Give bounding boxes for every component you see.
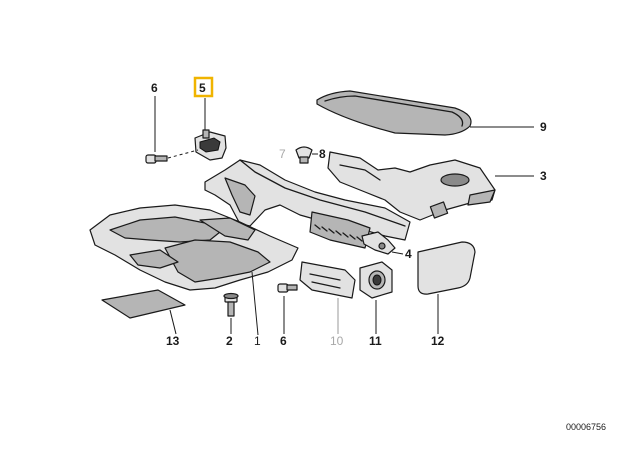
part-4-bracket[interactable] <box>361 231 396 255</box>
part-10-plate[interactable] <box>299 261 356 299</box>
part-13-mat[interactable] <box>101 289 186 319</box>
callout-5[interactable]: 5 <box>199 81 206 95</box>
callout-7[interactable]: 7 <box>279 147 286 161</box>
callout-3[interactable]: 3 <box>540 169 547 183</box>
part-6-screw-top[interactable] <box>145 154 168 164</box>
callout-10[interactable]: 10 <box>330 334 344 348</box>
leader-6-top-dashed <box>167 149 199 159</box>
callout-2[interactable]: 2 <box>226 334 233 348</box>
callout-6-bottom[interactable]: 6 <box>280 334 287 348</box>
part-7-cross-member[interactable] <box>204 159 411 241</box>
callout-1[interactable]: 1 <box>254 334 261 348</box>
callout-6-top[interactable]: 6 <box>151 81 158 95</box>
part-1-underbody-shield[interactable] <box>89 204 299 291</box>
part-insulation-strip[interactable] <box>309 211 371 249</box>
callout-9[interactable]: 9 <box>540 120 547 134</box>
callout-4[interactable]: 4 <box>405 247 412 261</box>
part-6-screw-bottom[interactable] <box>277 283 298 293</box>
leader-13 <box>169 309 177 335</box>
part-2-bolt[interactable] <box>223 292 239 317</box>
part-8-clip[interactable] <box>295 146 313 164</box>
part-9-cover-panel[interactable] <box>316 90 472 136</box>
part-11-holder[interactable] <box>359 261 393 299</box>
part-12-cover[interactable] <box>417 241 476 295</box>
diagram-id: 00006756 <box>566 422 606 432</box>
part-5-mount-bracket[interactable] <box>194 129 227 161</box>
callout-13[interactable]: 13 <box>166 334 180 348</box>
highlight-box-5 <box>193 76 214 98</box>
part-3-side-bracket[interactable] <box>327 151 496 221</box>
leader-4 <box>391 251 404 255</box>
leader-1 <box>251 271 259 336</box>
callout-11[interactable]: 11 <box>369 334 382 348</box>
callout-8[interactable]: 8 <box>319 147 326 161</box>
callout-12[interactable]: 12 <box>431 334 445 348</box>
